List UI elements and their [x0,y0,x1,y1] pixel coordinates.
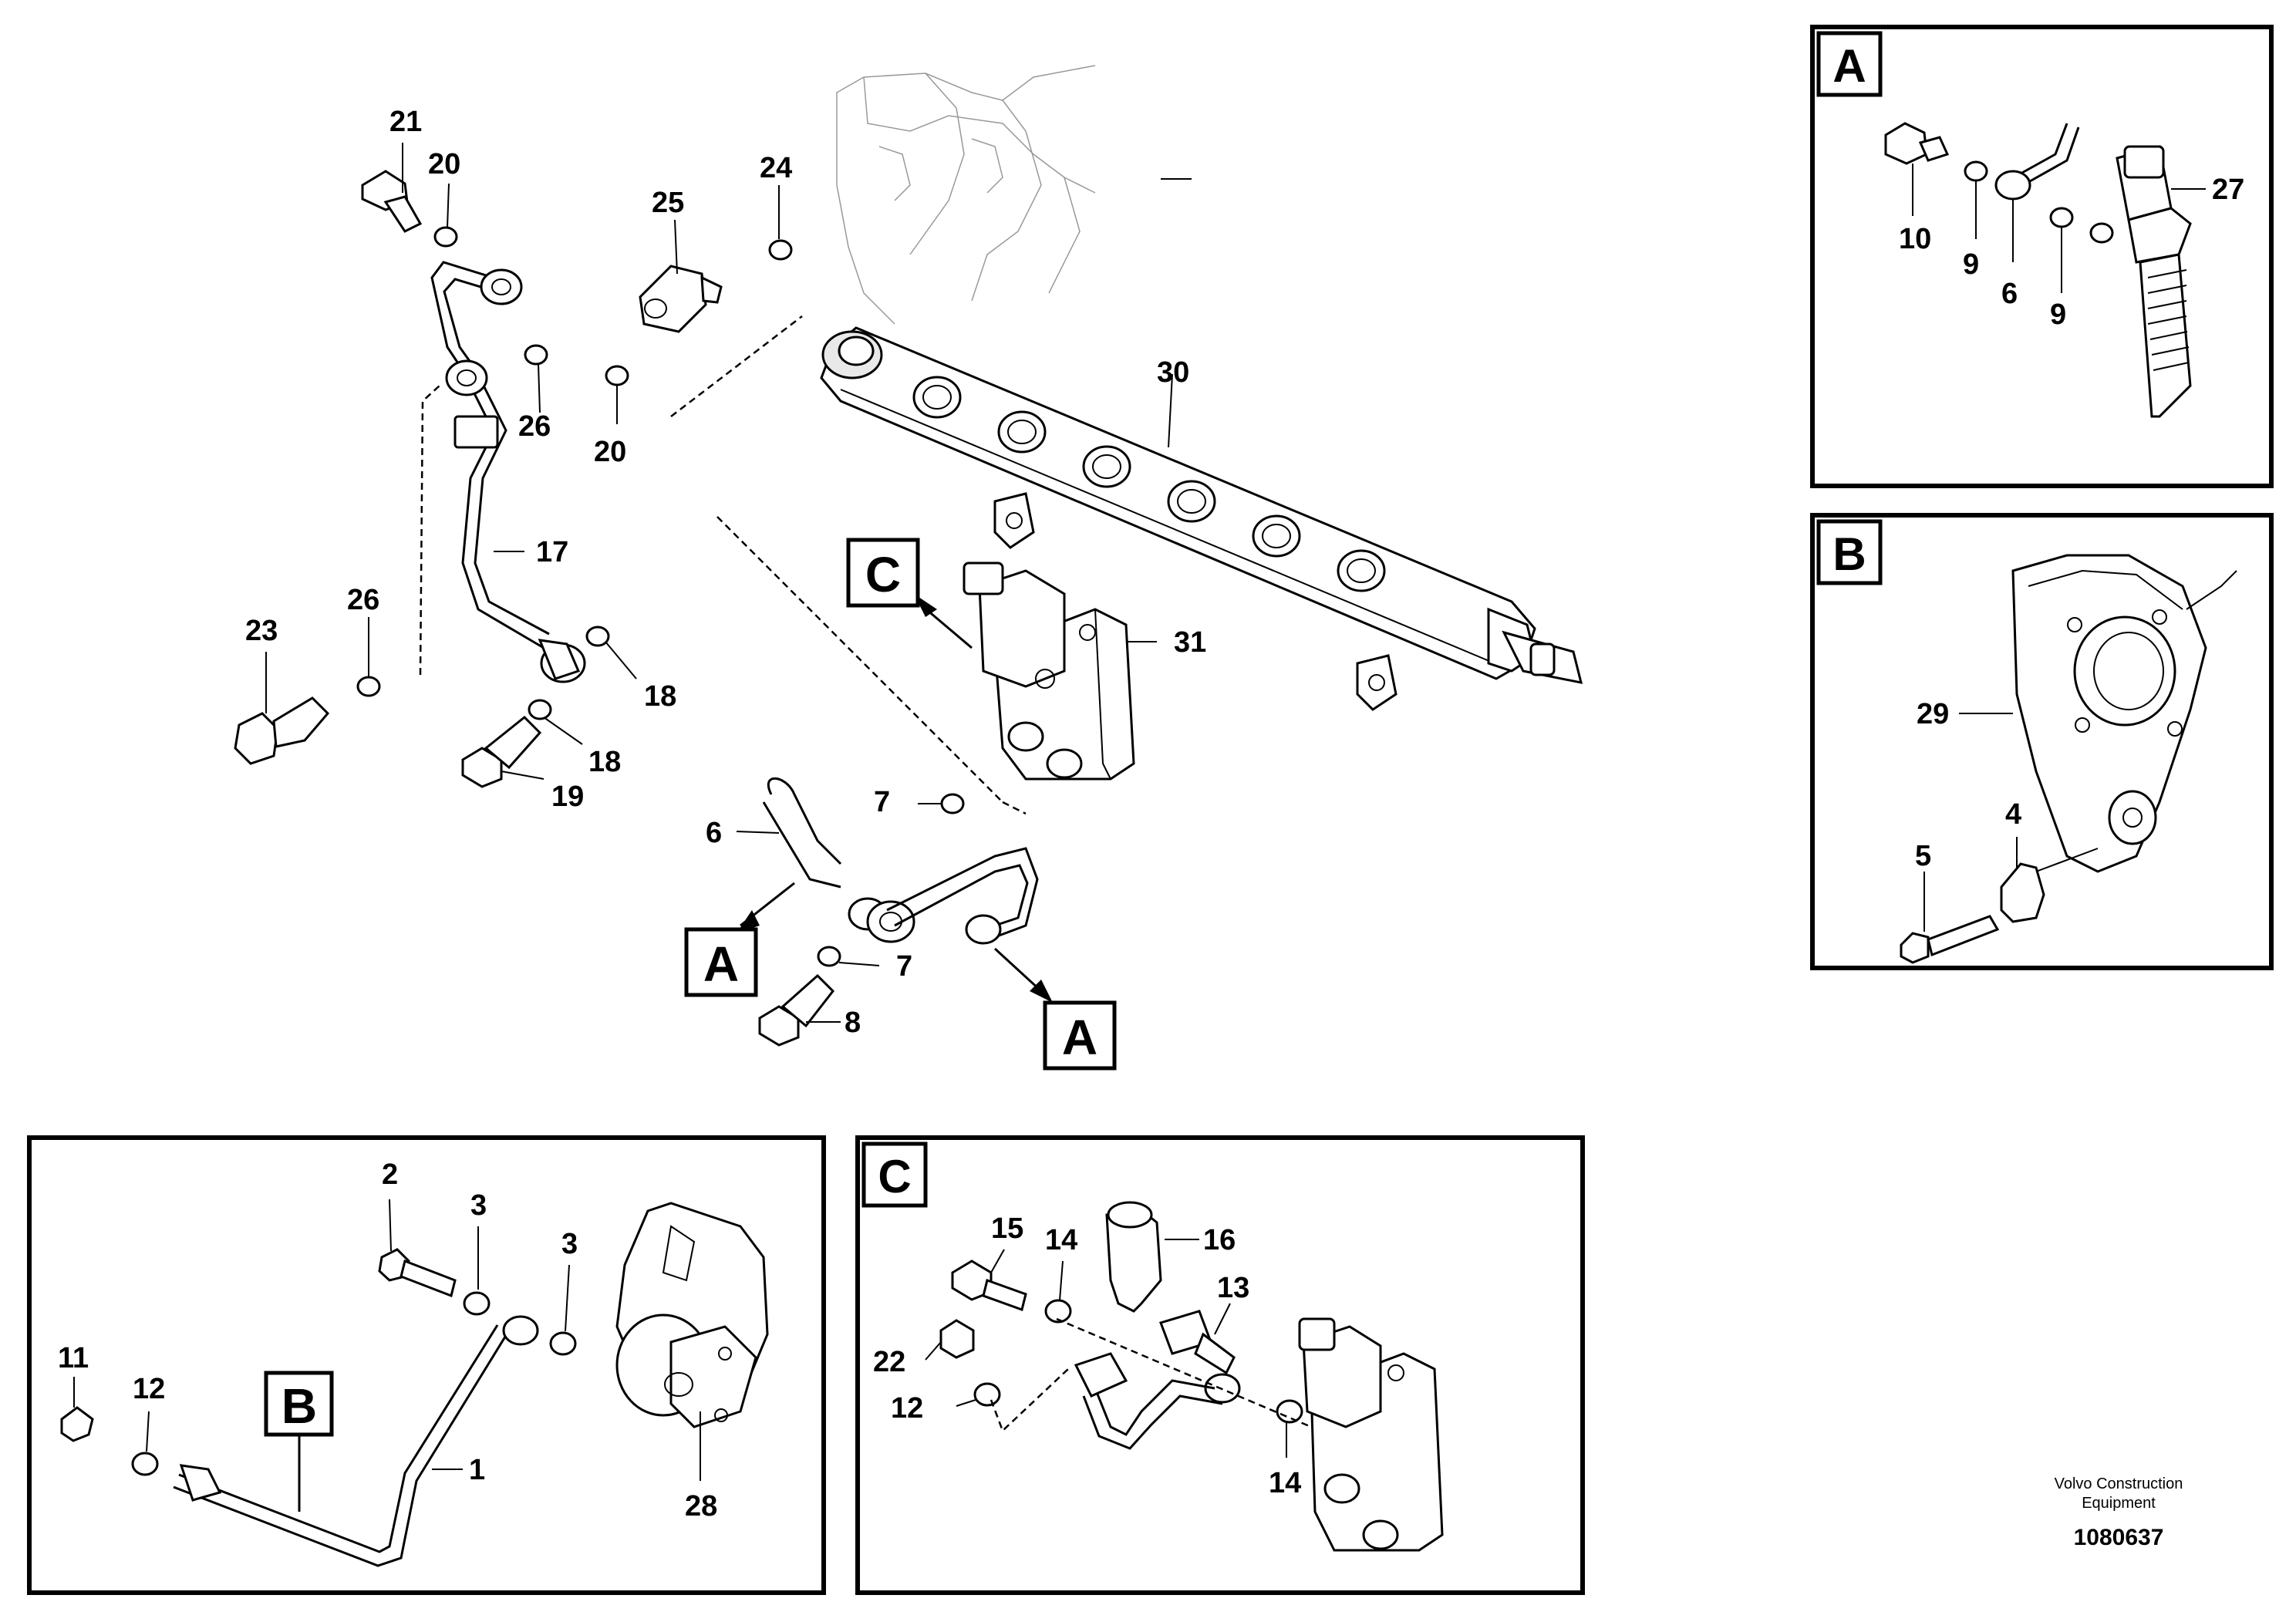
part-label: 1 [469,1454,485,1486]
panel-letter-a: A [1832,40,1866,92]
part-label: 11 [58,1342,89,1374]
part-label: 3 [561,1228,578,1260]
part-label: 5 [1915,840,1931,872]
part-label: 14 [1269,1467,1301,1499]
leader-lines-main [265,143,1192,1023]
part-label: 6 [706,817,722,849]
panel-letter-b: B [1832,528,1866,580]
part-label: 25 [652,187,684,219]
part-label: 19 [551,781,584,813]
panel-letter-c: C [878,1151,911,1202]
part-label: 3 [470,1189,487,1222]
detail-panel-c: C [855,1135,1585,1595]
callout-letter-c: C [865,547,901,602]
pipe-1 [60,1248,577,1567]
part-label: 14 [1045,1224,1077,1256]
part-label: 9 [1963,248,1979,281]
part-label: 15 [991,1212,1023,1245]
pressure-regulator-assembly [963,561,1135,781]
callout-letter-a: A [1062,1010,1097,1065]
part-label: 18 [644,680,676,713]
part-label: 27 [2212,174,2244,206]
panel-b-leaders [1923,713,2099,932]
callout-box-c-main: C [846,538,920,608]
sensor-detail [939,1201,1444,1552]
callout-box-a-left: A [684,927,758,997]
company-name-line1: Volvo Construction [2055,1475,2183,1492]
detail-panel-b: B 29 4 5 [1810,513,2274,970]
part-label: 28 [685,1490,717,1523]
part-label: 16 [1203,1224,1236,1256]
part-label: 12 [133,1373,165,1405]
part-label: 20 [594,436,626,468]
part-label: 10 [1899,223,1931,255]
part-label: 24 [760,152,792,184]
part-label: 29 [1917,698,1949,730]
part-label: 2 [382,1158,398,1191]
part-label: 8 [845,1007,861,1039]
injector-detail [1884,122,2192,418]
part-label: 18 [588,746,621,778]
part-label: 22 [873,1346,905,1378]
part-label: 13 [1217,1272,1249,1304]
panel-a-leaders [1912,164,2206,293]
part-label: 20 [428,148,460,180]
part-label: 31 [1174,626,1206,659]
fuel-pipe-17 [430,261,586,683]
panel-c-dashed [990,1317,1312,1433]
part-label: 6 [2001,278,2018,310]
part-label: 23 [245,615,278,647]
main-view-labels: 21 20 25 24 26 20 17 26 23 18 18 19 30 3… [245,106,1206,1039]
part-label: 17 [536,536,568,568]
callout-letter-a: A [703,936,739,992]
part-label: 30 [1157,356,1189,389]
main-view [234,65,1583,1047]
callout-box-a-right: A [1043,1000,1117,1071]
panel-pipe-leaders [73,1199,701,1481]
part-label: 26 [347,584,379,616]
detail-panel-pipe: B 2 3 3 11 12 1 28 [27,1135,826,1595]
part-label: 7 [874,786,890,818]
main-small-parts [234,170,1039,1047]
feed-pump-detail [615,1202,769,1428]
part-label: 4 [2005,798,2021,831]
company-name-line2: Equipment [2082,1495,2156,1512]
drawing-footer: Volvo Construction Equipment 1080637 [2055,1475,2183,1550]
part-label: 9 [2050,298,2066,331]
dashed-routing [419,315,1027,815]
part-label: 12 [891,1392,923,1425]
panel-c-leaders [925,1239,1287,1458]
part-label: 21 [389,106,422,138]
callout-letter-b: B [282,1378,317,1434]
engine-block-outline [836,65,1096,325]
part-label: 26 [518,410,551,443]
fuel-rail [820,326,1583,711]
detail-panel-a: A 10 9 6 9 27 [1810,25,2274,488]
rail-ports [912,376,1386,592]
pump-housing-detail [1900,554,2237,964]
part-label: 7 [896,950,912,983]
drawing-number: 1080637 [2074,1525,2164,1550]
